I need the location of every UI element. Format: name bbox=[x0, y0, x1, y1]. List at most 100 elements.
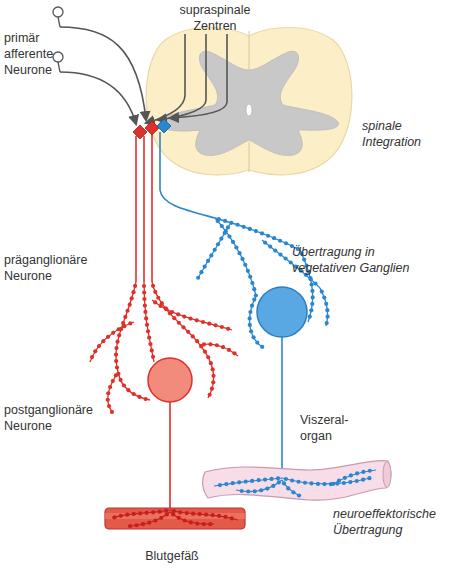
varicosity bbox=[240, 257, 244, 261]
varicosity bbox=[165, 512, 169, 516]
varicosity bbox=[310, 302, 314, 306]
varicosity bbox=[230, 516, 234, 520]
varicosity bbox=[159, 304, 163, 308]
varicosity bbox=[229, 221, 233, 225]
varicosity bbox=[221, 345, 225, 349]
varicosity bbox=[251, 335, 255, 339]
varicosity bbox=[316, 482, 320, 486]
varicosity bbox=[148, 342, 152, 346]
varicosity bbox=[223, 515, 227, 519]
blue-branches bbox=[196, 217, 330, 349]
varicosity bbox=[337, 479, 341, 483]
median-fissure bbox=[249, 31, 250, 70]
varicosity bbox=[151, 355, 155, 359]
varicosity bbox=[106, 398, 110, 402]
varicosity bbox=[265, 486, 269, 490]
varicosity bbox=[143, 303, 147, 307]
varicosity bbox=[147, 336, 151, 340]
varicosity bbox=[253, 489, 257, 493]
red-postganglionic-axon bbox=[169, 402, 171, 510]
blood-vessel bbox=[105, 508, 245, 529]
varicosity bbox=[248, 310, 252, 314]
varicosity bbox=[115, 365, 119, 369]
varicosity bbox=[181, 325, 185, 329]
varicosity bbox=[368, 469, 372, 473]
varicosity bbox=[117, 327, 121, 331]
varicosity bbox=[203, 350, 207, 354]
blue-postganglionic-axon bbox=[281, 337, 283, 478]
varicosity bbox=[343, 476, 347, 480]
varicosity bbox=[218, 483, 222, 487]
varicosity bbox=[186, 330, 190, 334]
varicosity bbox=[242, 225, 246, 229]
annotation-label: neuroeffektorische Übertragung bbox=[333, 506, 449, 538]
varicosity bbox=[255, 340, 259, 344]
varicosity bbox=[211, 513, 215, 517]
varicosity bbox=[284, 241, 288, 245]
annotation-label: Viszeral- organ bbox=[300, 412, 358, 444]
varicosity bbox=[240, 489, 244, 493]
varicosity bbox=[331, 482, 335, 486]
varicosity bbox=[108, 385, 112, 389]
visceral-organ bbox=[203, 461, 391, 501]
annotation-label: spinale Integration bbox=[362, 118, 446, 150]
varicosity bbox=[172, 316, 176, 320]
varicosity bbox=[101, 339, 105, 343]
varicosity bbox=[325, 321, 329, 325]
varicosity bbox=[202, 342, 206, 346]
afferent-stem bbox=[58, 62, 60, 72]
varicosity bbox=[132, 512, 136, 516]
varicosity bbox=[128, 321, 132, 325]
varicosity bbox=[164, 509, 168, 513]
varicosity bbox=[107, 404, 111, 408]
varicosity bbox=[216, 242, 220, 246]
varicosity bbox=[159, 516, 163, 520]
varicosity bbox=[125, 309, 129, 313]
varicosity bbox=[153, 290, 157, 294]
red-branches bbox=[90, 282, 238, 414]
varicosity bbox=[206, 355, 210, 359]
varicosity bbox=[291, 490, 295, 494]
varicosity bbox=[128, 303, 132, 307]
annotation-label: primär afferente Neurone bbox=[4, 30, 66, 78]
spinal-cord bbox=[146, 28, 352, 175]
varicosity bbox=[231, 481, 235, 485]
varicosity bbox=[286, 486, 290, 490]
varicosity bbox=[164, 307, 168, 311]
varicosity bbox=[178, 510, 182, 514]
varicosity bbox=[114, 346, 118, 350]
varicosity bbox=[117, 333, 121, 337]
varicosity bbox=[119, 514, 123, 518]
blue-pathway bbox=[160, 132, 391, 500]
varicosity bbox=[142, 290, 146, 294]
varicosity bbox=[144, 397, 148, 401]
varicosity bbox=[122, 383, 126, 387]
preganglionic-soma bbox=[133, 125, 147, 139]
varicosity bbox=[142, 284, 146, 288]
varicosity bbox=[282, 481, 286, 485]
varicosity bbox=[199, 270, 203, 274]
varicose-terminal bbox=[170, 512, 214, 524]
varicosity bbox=[170, 310, 174, 314]
varicosity bbox=[106, 391, 110, 395]
varicosity bbox=[208, 342, 212, 346]
varicosity bbox=[268, 244, 272, 248]
varicosity bbox=[133, 284, 137, 288]
varicosity bbox=[90, 355, 94, 359]
axon bbox=[135, 136, 137, 282]
red-terminals bbox=[112, 509, 238, 528]
varicosity bbox=[119, 378, 123, 382]
varicosity bbox=[248, 316, 252, 320]
varicosity bbox=[263, 240, 267, 244]
varicose-branch bbox=[320, 288, 328, 326]
varicosity bbox=[131, 290, 135, 294]
varicosity bbox=[132, 392, 136, 396]
varicosity bbox=[93, 349, 97, 353]
varicosity bbox=[320, 290, 324, 294]
varicosity bbox=[185, 511, 189, 515]
varicosity bbox=[324, 302, 328, 306]
varicosity bbox=[308, 315, 312, 319]
varicosity bbox=[211, 380, 215, 384]
varicosity bbox=[249, 329, 253, 333]
